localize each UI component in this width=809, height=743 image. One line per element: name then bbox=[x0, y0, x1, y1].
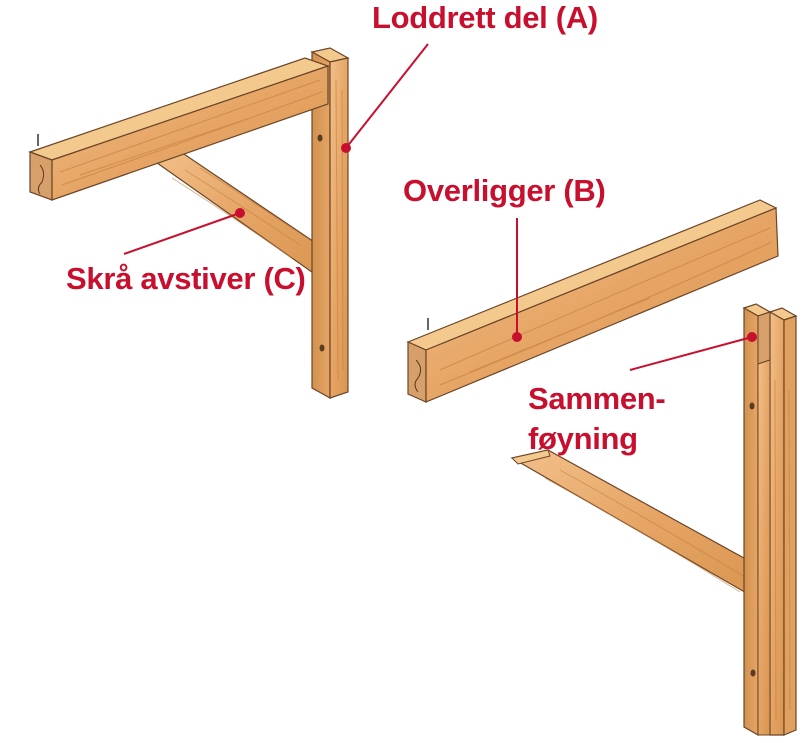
leader-a-dot bbox=[341, 143, 351, 153]
vertical-a bbox=[742, 303, 798, 737]
leader-lines bbox=[123, 43, 757, 371]
assembled-bracket bbox=[28, 47, 350, 400]
leader-joint bbox=[629, 336, 753, 371]
exploded-bracket bbox=[406, 199, 798, 737]
top-bar-b bbox=[406, 199, 779, 403]
vertical-a-assembled bbox=[310, 47, 350, 400]
leader-c bbox=[123, 212, 241, 255]
leader-b-dot bbox=[512, 332, 522, 342]
leader-c-dot bbox=[235, 208, 245, 218]
brace-c bbox=[510, 449, 771, 612]
label-joint-line2: føyning bbox=[528, 421, 638, 456]
leader-a bbox=[345, 43, 429, 149]
leader-joint-dot bbox=[747, 332, 757, 342]
top-bar-assembled bbox=[28, 57, 330, 201]
label-brace-c: Skrå avstiver (C) bbox=[66, 261, 306, 296]
label-vertical-a: Loddrett del (A) bbox=[372, 0, 598, 35]
label-top-b: Overligger (B) bbox=[403, 173, 606, 208]
label-joint-line1: Sammen- bbox=[528, 381, 666, 416]
